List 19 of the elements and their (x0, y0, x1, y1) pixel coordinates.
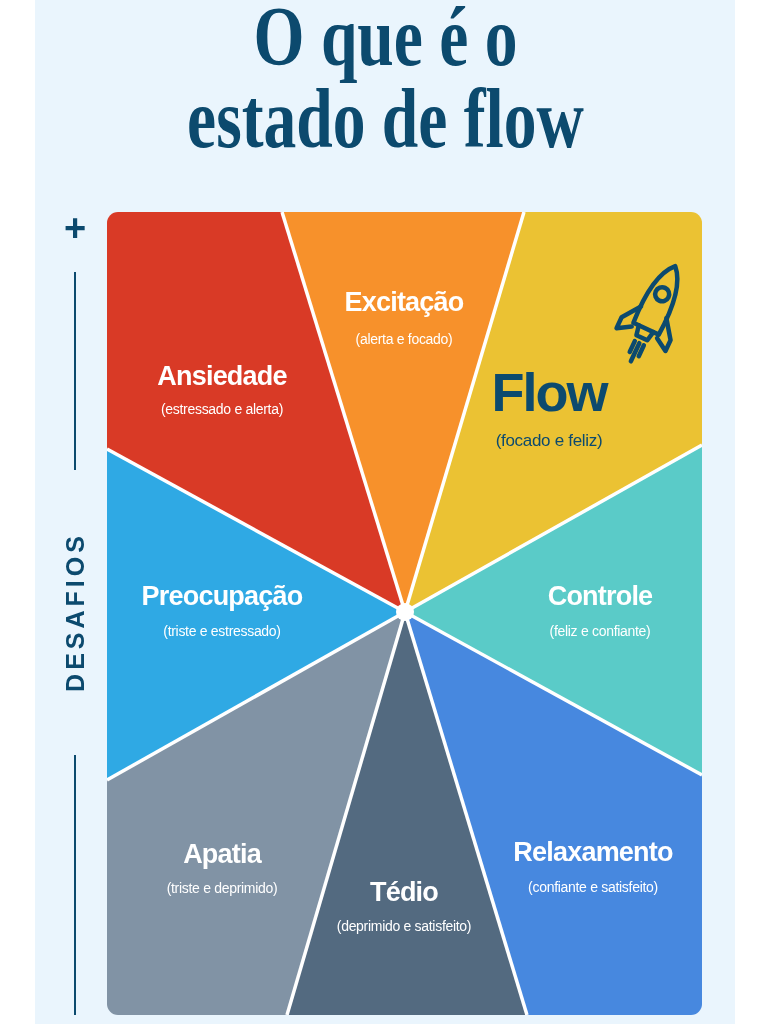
state-title: Excitação (344, 288, 464, 318)
title: O que é o estado de flow (186, 0, 585, 160)
state-title: Relaxamento (513, 838, 673, 868)
state-title: Tédio (370, 878, 438, 908)
state-description: (alerta e focado) (355, 332, 453, 348)
state-description: (triste e deprimido) (166, 881, 278, 897)
state-description: (focado e feliz) (495, 431, 603, 451)
state-title: Apatia (183, 840, 261, 870)
state-description: (feliz e confiante) (549, 624, 651, 640)
state-title: Ansiedade (157, 362, 287, 392)
state-description: (confiante e satisfeito) (528, 880, 658, 896)
state-description: (estressado e alerta) (160, 402, 284, 418)
state-description: (triste e estressado) (163, 624, 281, 640)
axis-title: DESAFIOS (62, 532, 88, 692)
state-description: (deprimido e satisfeito) (336, 919, 472, 935)
state-title: Flow (491, 363, 607, 423)
state-title: Controle (547, 582, 653, 612)
state-title: Preocupação (141, 582, 303, 612)
axis-end-label: + (63, 209, 87, 247)
